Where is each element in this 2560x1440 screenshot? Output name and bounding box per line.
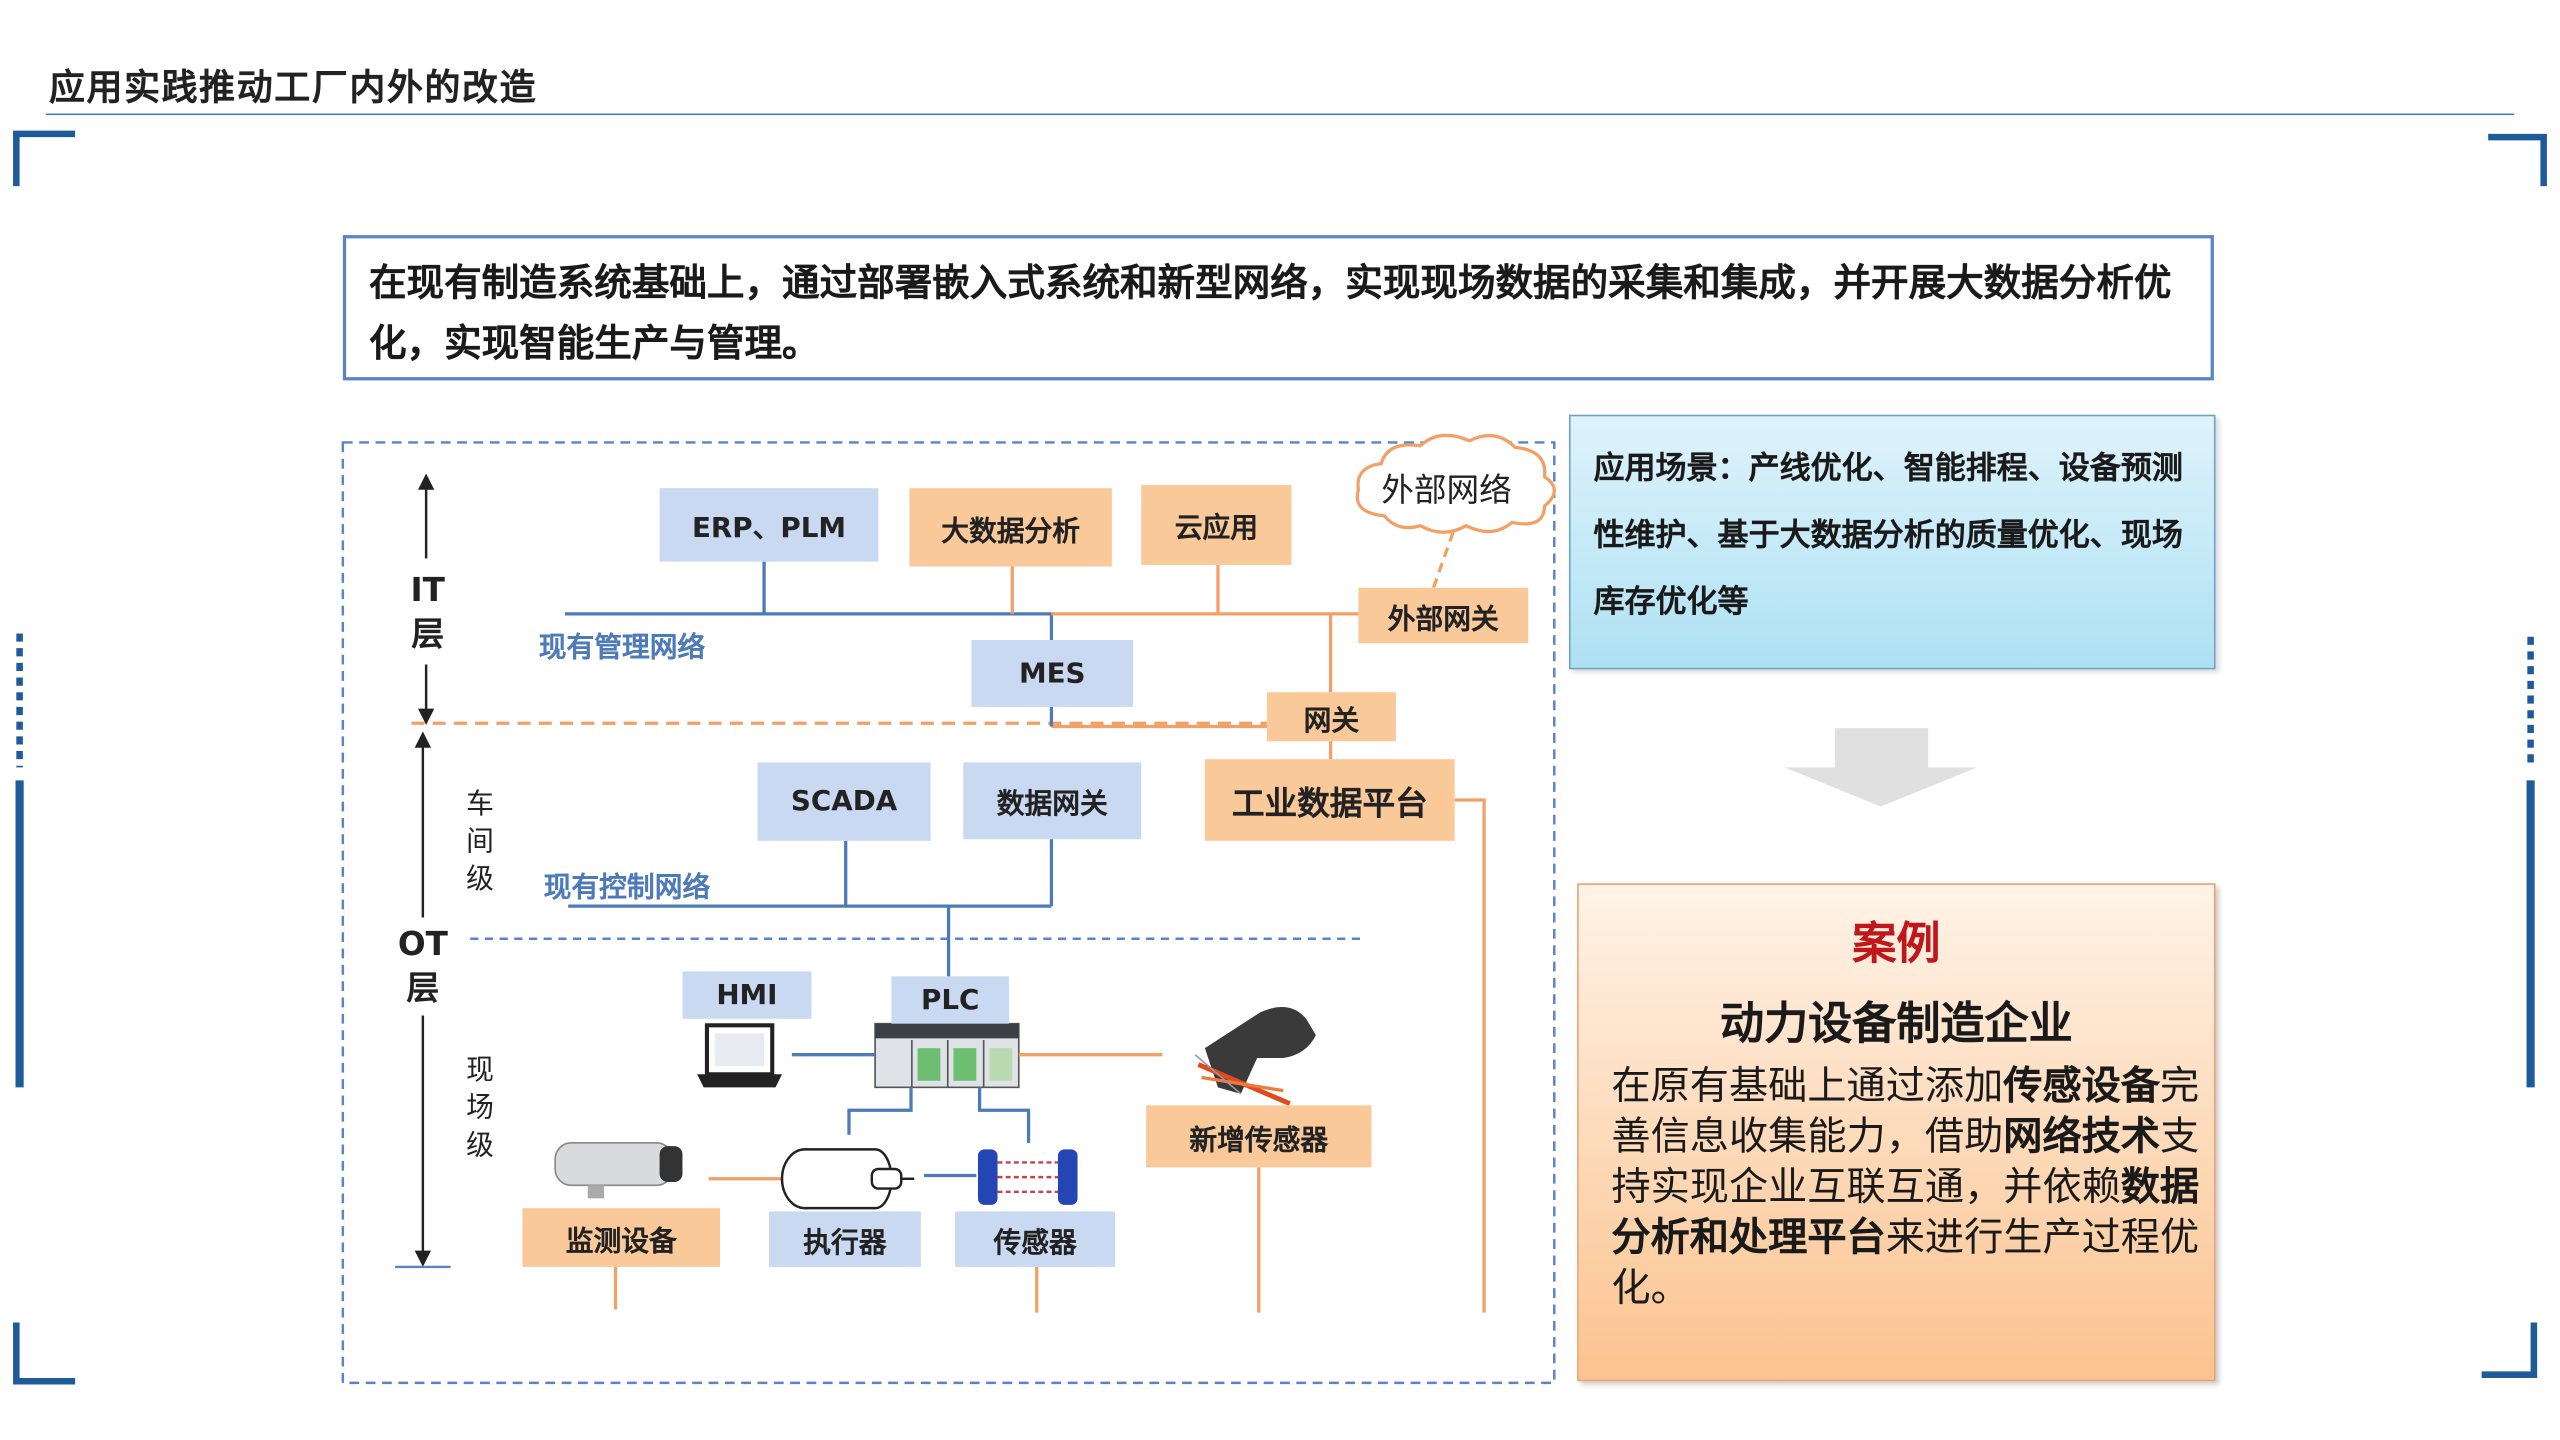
ot-arrow-up-head (414, 731, 432, 748)
box-actuator: 执行器 (768, 1211, 921, 1267)
box-mes: MES (971, 639, 1134, 707)
monitoring-camera-icon (554, 1142, 683, 1199)
case-body-part: 数据分析和处理平台 (1611, 1164, 2200, 1261)
box-scada: SCADA (757, 762, 931, 841)
box-data-gateway: 数据网关 (963, 762, 1142, 840)
intro-text-box: 在现有制造系统基础上，通过部署嵌入式系统和新型网络，实现现场数据的采集和集成，并… (342, 235, 2214, 381)
corner-top-right (2488, 133, 2547, 187)
hmi-laptop-icon (697, 1023, 783, 1088)
box-erp-plm: ERP、PLM (659, 488, 879, 562)
scenario-label: 应用场景： (1593, 450, 1749, 487)
case-body: 在原有基础上通过添加传感设备完善信息收集能力，借助网络技术支持实现企业互联互通，… (1611, 1061, 2199, 1314)
slide-title: 应用实践推动工厂内外的改造 (48, 68, 538, 110)
case-body-part: 来进行生产过程优化。 (1611, 1214, 2200, 1312)
box-sensor: 传感器 (955, 1211, 1116, 1267)
external-network-label: 外部网络 (1381, 470, 1512, 510)
box-plc: PLC (891, 976, 1009, 1024)
case-subtitle: 动力设备制造企业 (1719, 999, 2073, 1050)
scenario-text: 产线优化、智能排程、设备预测性维护、基于大数据分析的质量优化、现场库存优化等 (1593, 450, 2183, 621)
case-body-part: 传感设备 (2003, 1062, 2160, 1109)
actuator-icon (780, 1148, 915, 1210)
box-external-gateway: 外部网关 (1358, 587, 1529, 644)
platform-field-line (1454, 798, 1486, 1313)
diagram-container (341, 441, 1556, 1385)
it-arrow-up-head (417, 473, 435, 490)
barcode-scanner-icon (1194, 1007, 1316, 1106)
corner-top-left (13, 130, 76, 187)
box-new-sensor: 新增传感器 (1146, 1105, 1372, 1168)
ot-arrow-down-head (414, 1250, 432, 1267)
case-body-part: 支持实现企业互联互通，并依赖 (1611, 1113, 2200, 1210)
corner-bottom-left (13, 1322, 76, 1385)
corner-bottom-right (2481, 1322, 2538, 1378)
box-hmi: HMI (682, 971, 812, 1019)
box-cloud-app: 云应用 (1141, 484, 1292, 565)
application-scenario-box: 应用场景：产线优化、智能排程、设备预测性维护、基于大数据分析的质量优化、现场库存… (1568, 414, 2216, 670)
plc-icon (874, 1022, 1020, 1089)
field-level-label: 现场级 (466, 1054, 494, 1163)
it-arrow-down-head (417, 708, 435, 725)
external-network-cloud (1355, 433, 1556, 534)
case-title: 案例 (1852, 919, 1941, 970)
management-network-label: 现有管理网络 (538, 631, 706, 665)
box-gateway: 网关 (1266, 692, 1396, 742)
case-body-part: 完善信息收集能力，借助 (1611, 1062, 2200, 1160)
box-monitoring-device: 监测设备 (522, 1208, 720, 1267)
case-body-part: 在原有基础上通过添加 (1611, 1062, 2004, 1109)
sensor-icon (977, 1149, 1078, 1205)
case-body-part: 网络技术 (2003, 1113, 2160, 1160)
workshop-level-label: 车间级 (466, 788, 494, 897)
box-big-data-analysis: 大数据分析 (909, 488, 1112, 567)
box-industrial-data-platform: 工业数据平台 (1204, 759, 1455, 841)
down-arrow-icon (1784, 728, 1978, 807)
control-network-label: 现有控制网络 (543, 871, 711, 905)
case-box: 案例 动力设备制造企业 在原有基础上通过添加传感设备完善信息收集能力，借助网络技… (1577, 883, 2216, 1382)
